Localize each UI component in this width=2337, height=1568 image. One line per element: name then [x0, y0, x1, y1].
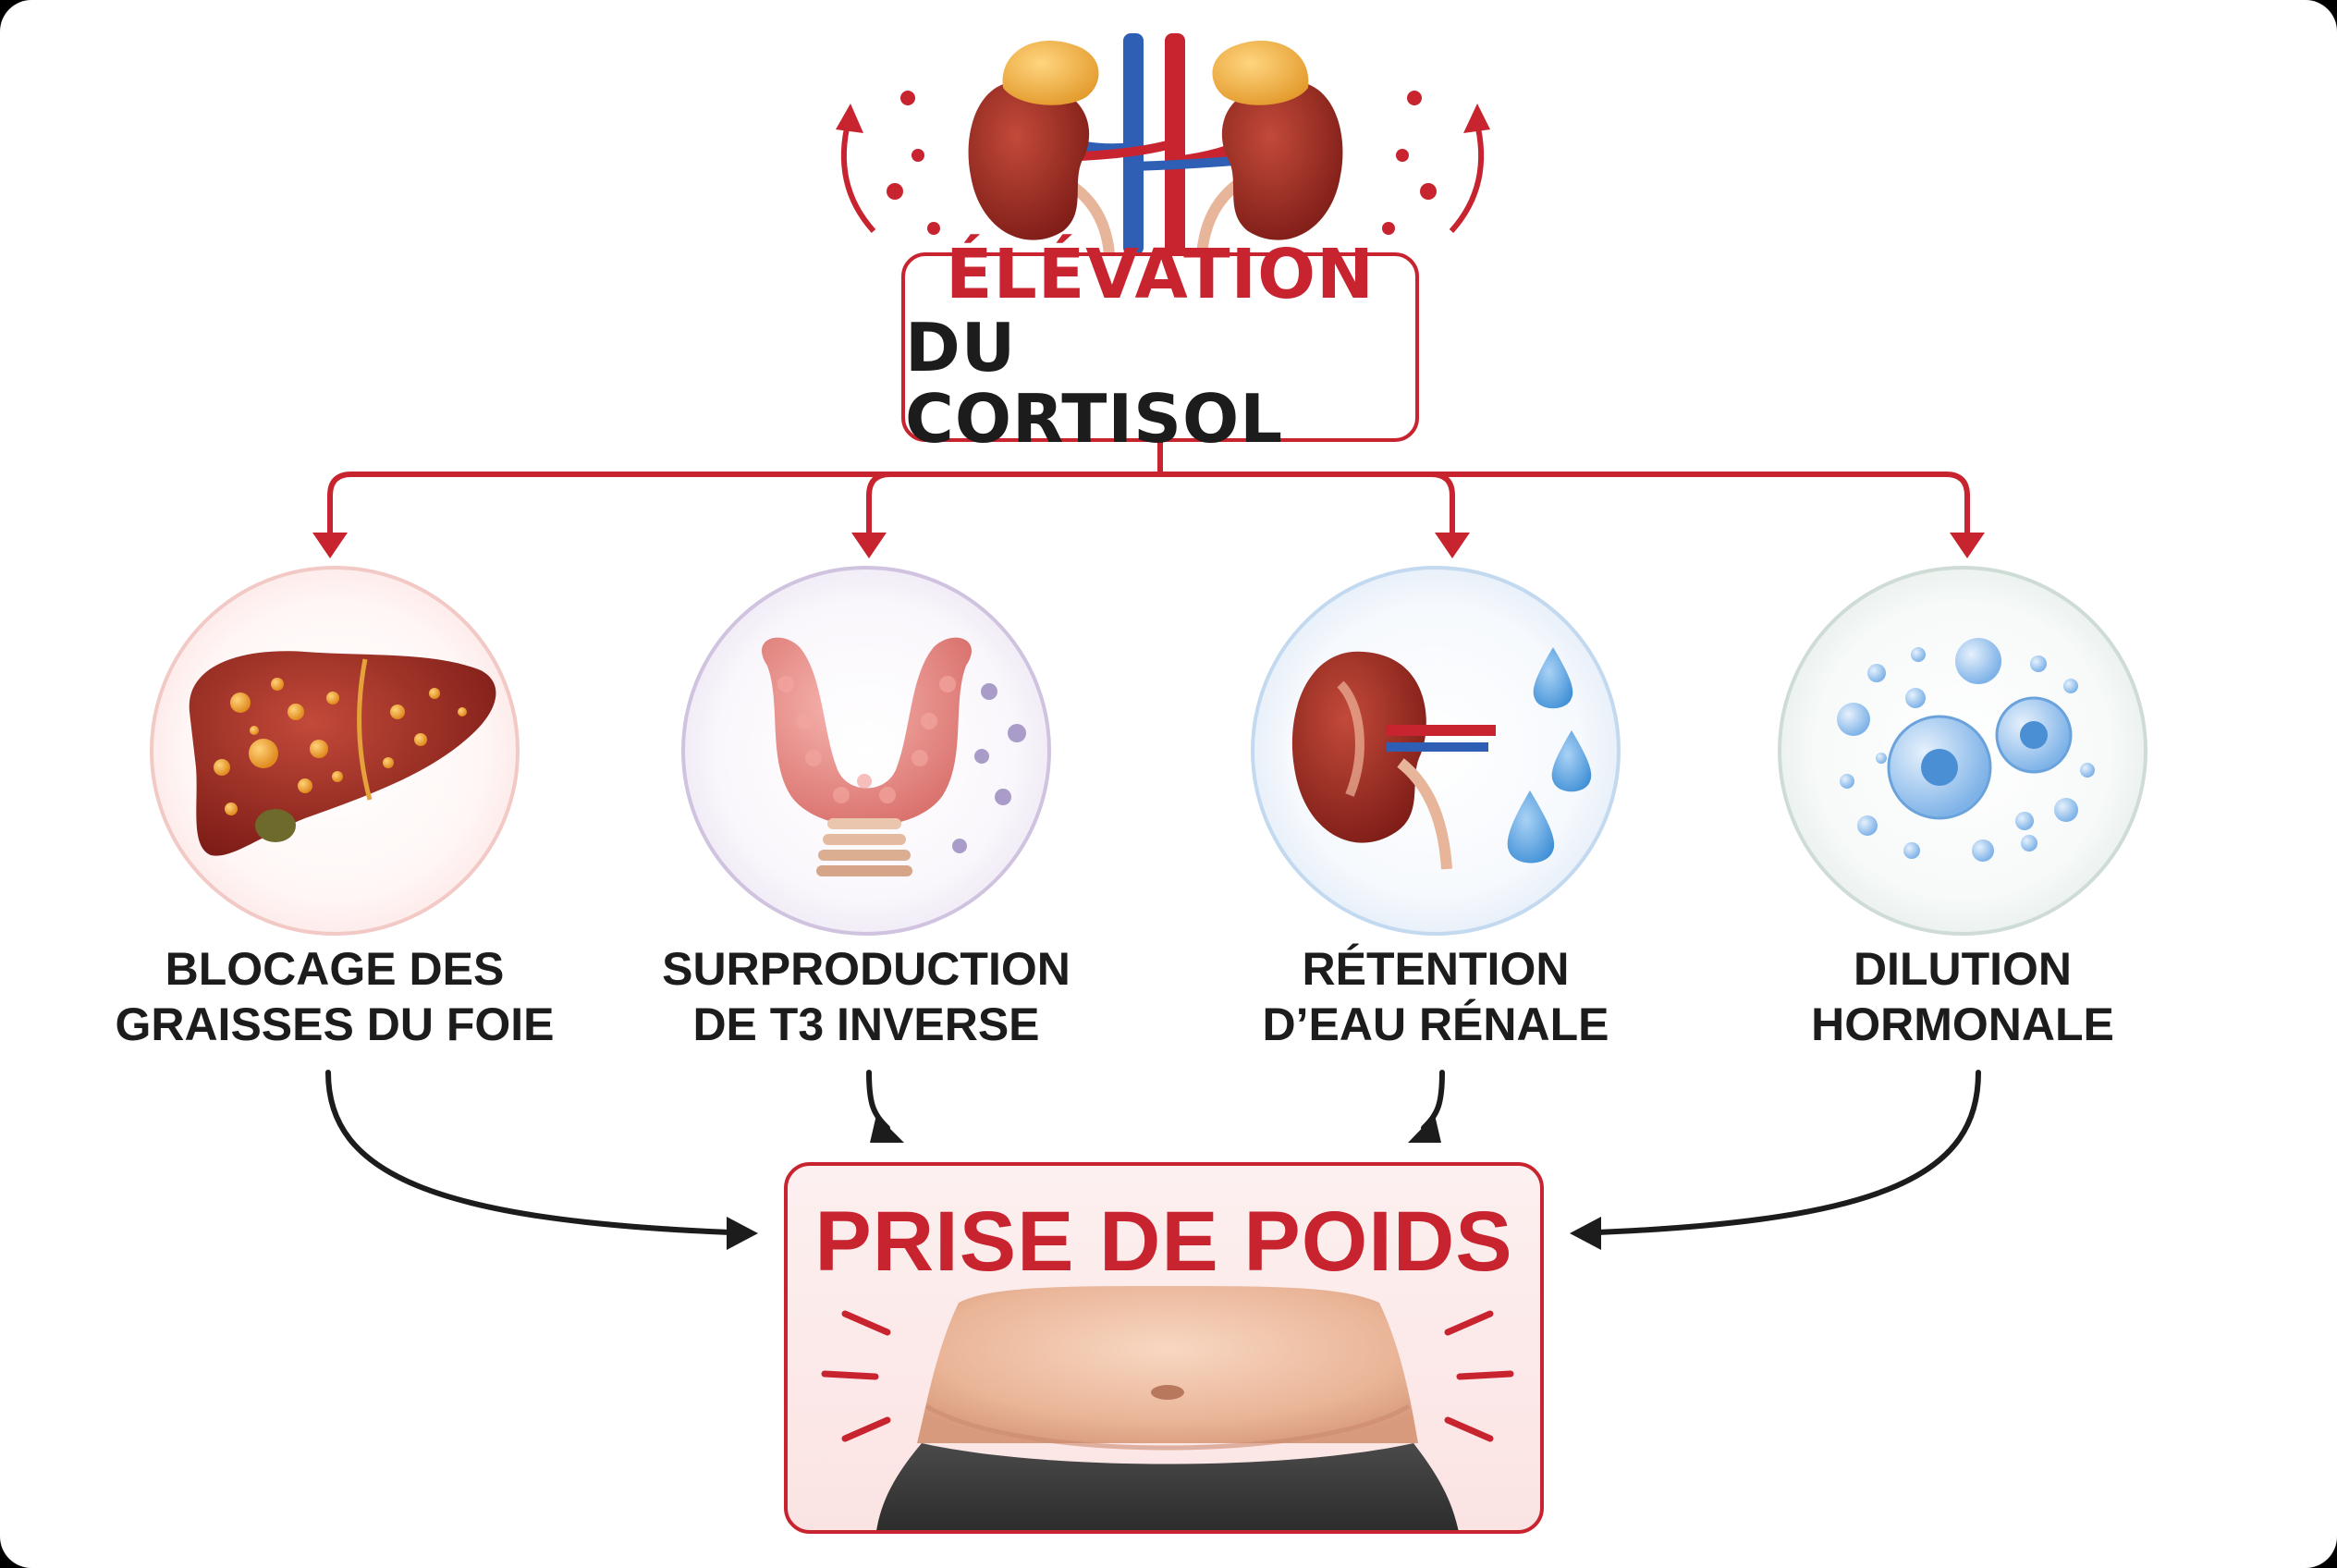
effect-label-liver: BLOCAGE DES GRAISSES DU FOIE	[115, 943, 555, 1050]
effect-label-hormones: DILUTION HORMONALE	[1811, 943, 2114, 1050]
effect-label-thyroid: SURPRODUCTION DE T3 INVERSE	[662, 943, 1071, 1050]
weight-gain-box: PRISE DE POIDS	[784, 1162, 1544, 1534]
belly-icon	[821, 1286, 1514, 1530]
connector-arrowheads	[312, 533, 1985, 558]
effect-label-kidney: RÉTENTION D’EAU RÉNALE	[1262, 943, 1609, 1050]
outcome-title: PRISE DE POIDS	[814, 1194, 1513, 1289]
distribution-connectors	[327, 442, 1970, 534]
hormone-release-icon	[836, 91, 1490, 235]
adrenal-kidneys-icon	[968, 33, 1343, 255]
thyroid-icon	[762, 637, 1026, 876]
cortisol-elevation-box: ÉLÉVATION DU CORTISOL	[901, 238, 1419, 455]
source-title-line1: ÉLÉVATION	[946, 234, 1375, 314]
hormone-cells-icon	[1837, 638, 2095, 862]
converging-arrowheads	[727, 1115, 1601, 1250]
liver-icon	[189, 651, 496, 856]
kidney-water-icon	[1291, 647, 1592, 870]
converging-arrows	[325, 1070, 1981, 1235]
source-title-line2: DU CORTISOL	[905, 308, 1284, 459]
